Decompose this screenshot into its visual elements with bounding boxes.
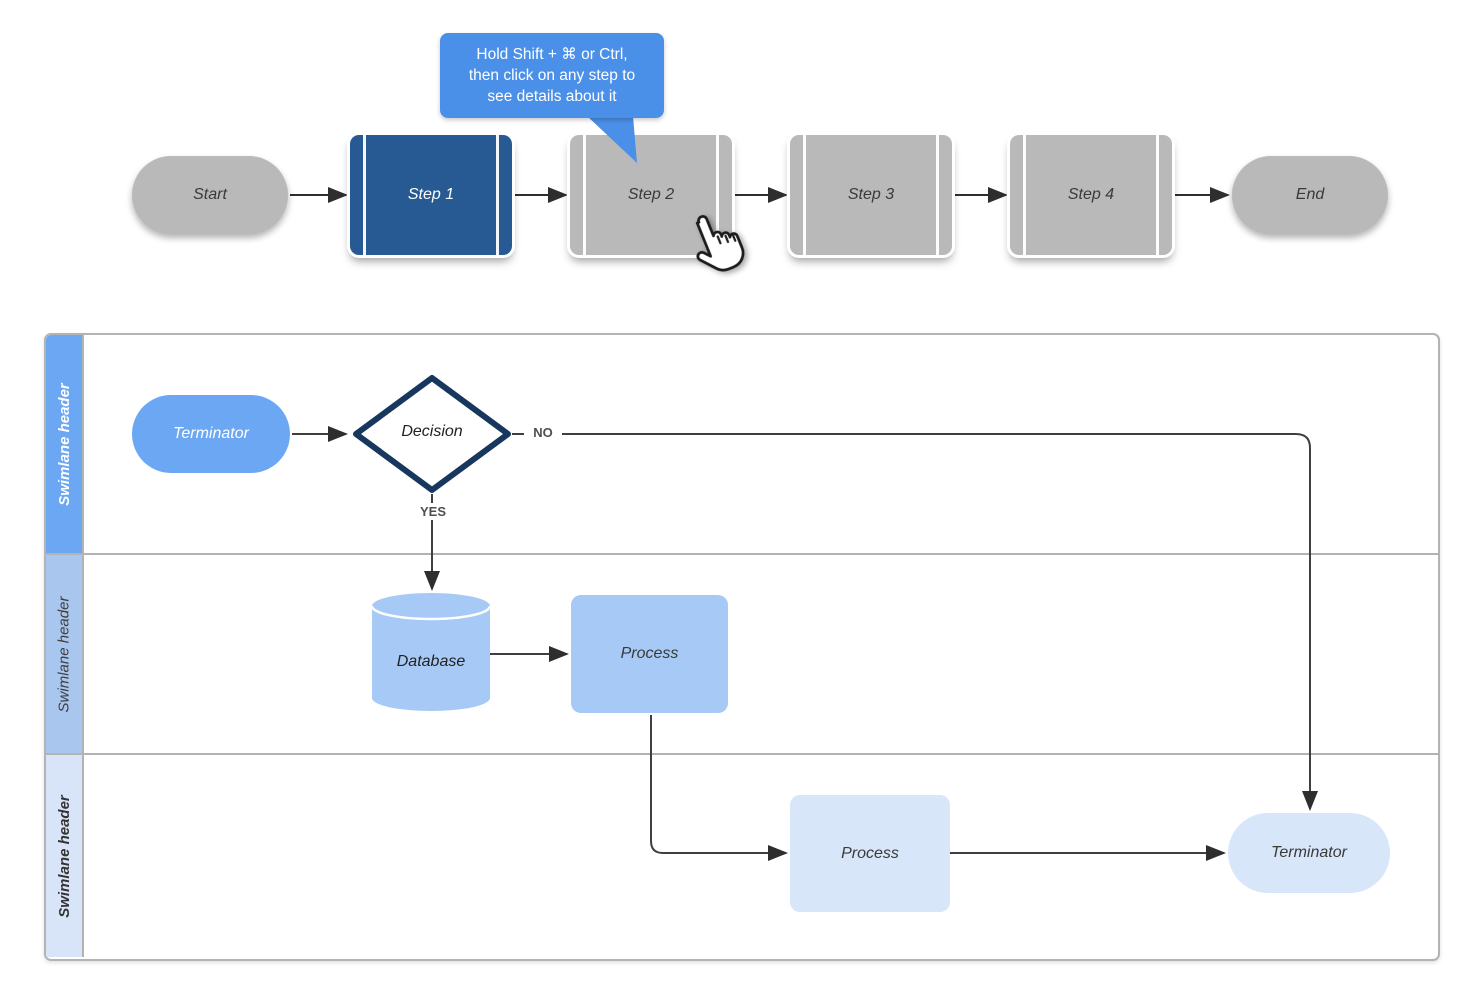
flow-node-end-label: End	[1295, 186, 1325, 203]
lane3-terminator-node[interactable]: Terminator	[1228, 813, 1390, 893]
decision-node[interactable]	[350, 372, 514, 496]
tooltip: Hold Shift + ⌘ or Ctrl, then click on an…	[440, 33, 664, 118]
flow-node-start-label: Start	[193, 186, 227, 203]
lane3-process-node[interactable]: Process	[790, 795, 950, 912]
predefined-process-line	[496, 135, 499, 255]
tooltip-line: then click on any step to	[468, 67, 636, 84]
lane1-terminator-node[interactable]: Terminator	[132, 395, 290, 473]
swimlane-2-header[interactable]: Swimlane header	[46, 555, 84, 753]
flow-node-step4[interactable]: Step 4	[1010, 135, 1172, 255]
predefined-process-line	[936, 135, 939, 255]
database-label: Database	[396, 653, 466, 670]
flow-node-end[interactable]: End	[1232, 156, 1388, 234]
yes-edge-label[interactable]: YES	[410, 503, 456, 520]
lane1-terminator-label: Terminator	[173, 425, 249, 442]
flow-node-step2-label: Step 2	[627, 186, 675, 203]
tooltip-line: Hold Shift + ⌘ or Ctrl,	[476, 46, 628, 63]
tooltip-line: see details about it	[487, 88, 617, 105]
flow-node-step1-label: Step 1	[407, 186, 455, 203]
lane3-terminator-label: Terminator	[1271, 844, 1347, 861]
swimlane-1: Swimlane header	[46, 335, 1438, 553]
swimlane-2-header-label: Swimlane header	[55, 596, 73, 712]
predefined-process-line	[1156, 135, 1159, 255]
swimlane-2: Swimlane header	[46, 553, 1438, 753]
lane2-process-node[interactable]: Process	[571, 595, 728, 713]
swimlane-3-header[interactable]: Swimlane header	[46, 755, 84, 957]
lane2-process-label: Process	[620, 645, 679, 662]
predefined-process-line	[1023, 135, 1026, 255]
hand-cursor-icon	[695, 215, 745, 272]
predefined-process-line	[803, 135, 806, 255]
flow-node-step3[interactable]: Step 3	[790, 135, 952, 255]
decision-label: Decision	[401, 423, 463, 440]
lane3-process-label: Process	[841, 844, 899, 862]
database-node[interactable]	[370, 591, 494, 715]
swimlane-1-header[interactable]: Swimlane header	[46, 335, 84, 553]
predefined-process-line	[363, 135, 366, 255]
no-edge-label[interactable]: NO	[524, 424, 562, 441]
flow-node-start[interactable]: Start	[132, 156, 288, 234]
swimlane-1-header-label: Swimlane header	[55, 382, 73, 506]
swimlane-3-header-label: Swimlane header	[55, 794, 73, 918]
flow-node-step1[interactable]: Step 1	[350, 135, 512, 255]
predefined-process-line	[716, 135, 719, 255]
predefined-process-line	[583, 135, 586, 255]
flow-node-step3-label: Step 3	[847, 186, 895, 203]
flow-node-step4-label: Step 4	[1067, 186, 1115, 203]
